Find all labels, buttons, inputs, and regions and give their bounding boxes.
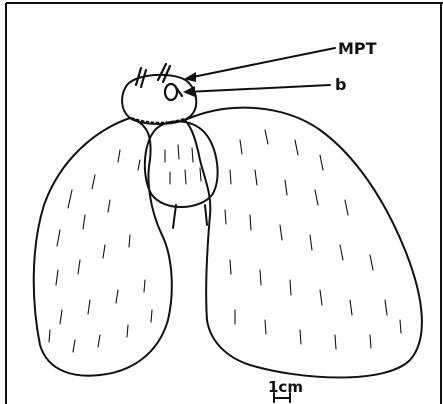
frame — [6, 3, 443, 404]
label-arrows — [186, 48, 335, 92]
tube-2 — [141, 70, 146, 87]
central-body — [145, 121, 218, 207]
central-body-hatching — [165, 145, 201, 184]
knob-tubes — [136, 64, 182, 100]
b-arrowhead — [183, 86, 195, 97]
left-lobe-hatching — [49, 150, 152, 352]
right-lobe — [185, 108, 422, 378]
label-mpt: MPT — [338, 39, 377, 58]
right-lobe-hatching — [225, 130, 401, 349]
label-scale: 1cm — [268, 378, 303, 396]
stalk-line-left — [173, 205, 176, 228]
left-lobe — [34, 118, 172, 376]
mpt-arrow-line — [188, 48, 335, 78]
stalk-line-right — [205, 205, 207, 225]
top-knob — [122, 75, 196, 124]
b-arrow-line — [186, 85, 330, 92]
label-b: b — [335, 75, 346, 94]
